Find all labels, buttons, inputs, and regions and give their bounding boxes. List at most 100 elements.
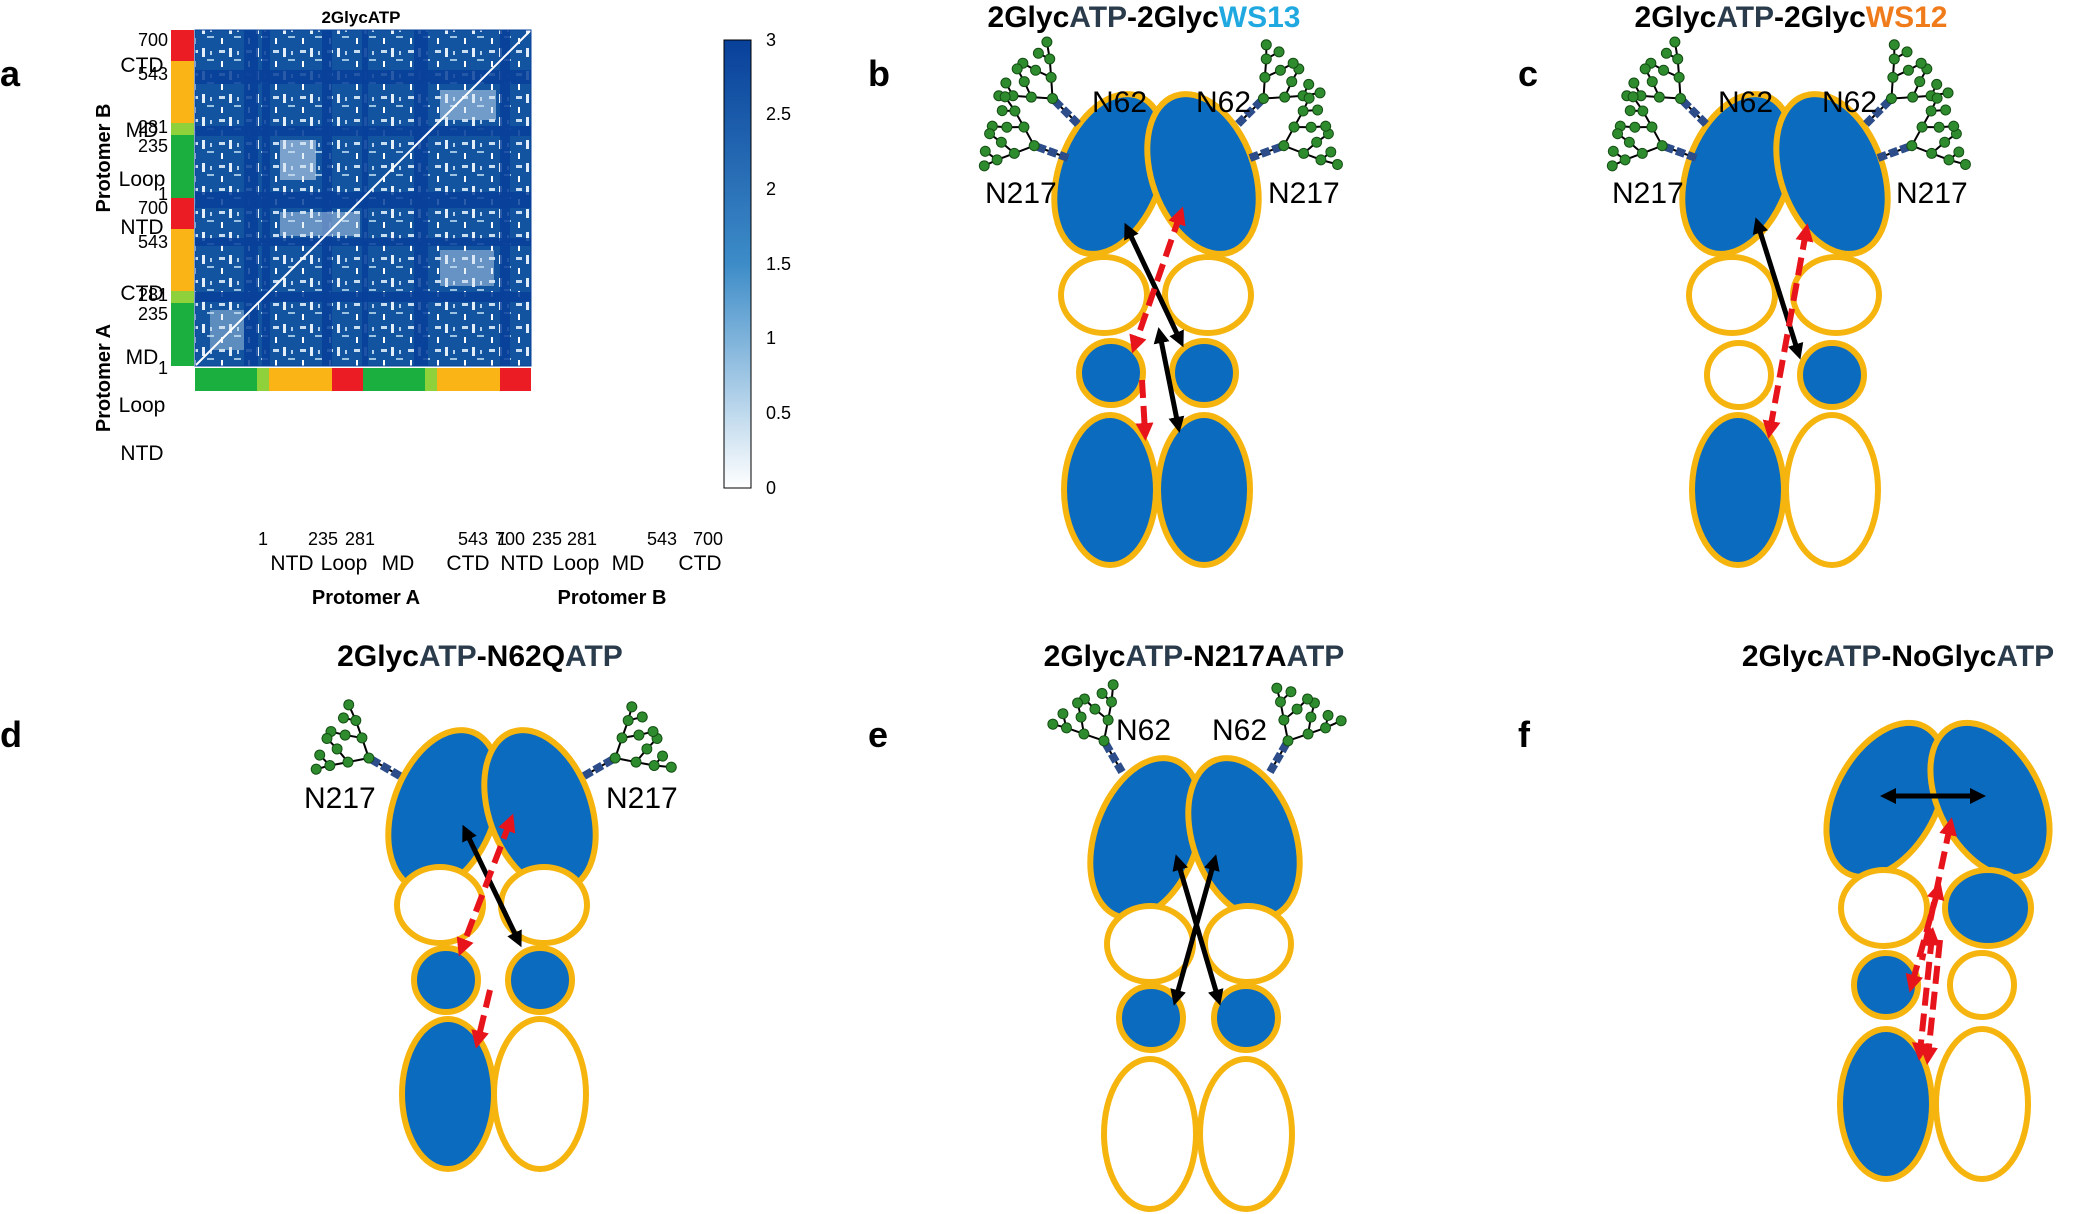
e-loop-left bbox=[1116, 983, 1186, 1053]
residue-labels: N62 N62 N217 N217 N62 N62 N217 N217 N217… bbox=[304, 86, 1968, 815]
bottom-tick-235-b: 235 bbox=[532, 529, 562, 549]
e-label-n62-left: N62 bbox=[1116, 714, 1171, 747]
colorbar-tick-0: 0 bbox=[766, 478, 776, 498]
b-label-n62-right: N62 bbox=[1196, 86, 1251, 119]
b-label-n217-left: N217 bbox=[985, 177, 1057, 210]
colorbar: 3 2.5 2 1.5 1 0.5 0 bbox=[723, 30, 791, 498]
title-f-part4: ATP bbox=[1996, 640, 2054, 673]
left-domain-ntd-b: NTD bbox=[120, 216, 163, 239]
left-domain-ntd-a: NTD bbox=[120, 442, 163, 465]
left-tick-543-a: 543 bbox=[138, 232, 168, 252]
left-tick-281-b: 281 bbox=[138, 117, 168, 137]
f-arrow-red-4 bbox=[1919, 939, 1943, 1065]
title-e-part3: -N217A bbox=[1183, 640, 1286, 673]
title-d-part2: ATP bbox=[419, 640, 477, 673]
d-arrow-red-lower bbox=[471, 989, 493, 1049]
c-arrows bbox=[1752, 217, 1814, 439]
title-c-part4: WS12 bbox=[1866, 1, 1948, 34]
panel-label-c: c bbox=[1518, 53, 1538, 94]
glycan-b-n217-left-icon bbox=[978, 91, 1070, 172]
title-c-part3: -2Glyc bbox=[1774, 1, 1866, 34]
e-arrows bbox=[1170, 854, 1224, 1006]
left-tick-1-b: 1 bbox=[158, 184, 168, 204]
left-tick-700-a: 700 bbox=[138, 198, 168, 218]
c-label-n62-left: N62 bbox=[1718, 86, 1773, 119]
title-e-part1: 2Glyc bbox=[1044, 640, 1126, 673]
d-ctd-right bbox=[491, 1016, 589, 1172]
bottom-protomer-a: Protomer A bbox=[312, 587, 420, 609]
title-e: 2GlycATP-N217AATP bbox=[1044, 640, 1345, 673]
colorbar-tick-3: 3 bbox=[766, 30, 776, 50]
bottom-tick-700-b: 700 bbox=[693, 529, 723, 549]
b-arrows bbox=[1124, 206, 1186, 441]
bottom-tick-1-a: 1 bbox=[258, 529, 268, 549]
title-b-part3: -2Glyc bbox=[1127, 1, 1219, 34]
f-arrows bbox=[1879, 787, 1987, 1065]
title-d-part4: ATP bbox=[565, 640, 623, 673]
title-d-part1: 2Glyc bbox=[337, 640, 419, 673]
f-ctd-left bbox=[1837, 1026, 1935, 1182]
panel-c bbox=[1679, 91, 1891, 568]
left-domain-ctd-b: CTD bbox=[120, 54, 163, 77]
c-loop-right bbox=[1797, 340, 1867, 410]
glycan-e-n62-left-icon bbox=[1047, 679, 1126, 774]
left-domain-md-b: MD bbox=[126, 119, 159, 142]
c-ctd-left bbox=[1689, 412, 1787, 568]
title-b: 2GlycATP-2GlycWS13 bbox=[988, 1, 1301, 34]
bottom-tick-543-b: 543 bbox=[647, 529, 677, 549]
title-d-part3: -N62Q bbox=[477, 640, 565, 673]
e-ctd-left bbox=[1101, 1056, 1199, 1212]
b-label-n217-right: N217 bbox=[1268, 177, 1340, 210]
glycan-e-n62-right-icon bbox=[1266, 682, 1347, 774]
left-domain-ctd-a: CTD bbox=[120, 282, 163, 305]
left-domain-loop-a: Loop bbox=[119, 394, 166, 417]
c-label-n217-right: N217 bbox=[1896, 177, 1968, 210]
left-axis-numbers: 700 543 281 235 1 700 543 281 235 1 bbox=[138, 30, 168, 378]
left-protomer-a: Protomer A bbox=[93, 324, 115, 432]
heatmap-matrix bbox=[194, 29, 532, 367]
title-b-part4: WS13 bbox=[1219, 1, 1301, 34]
left-domain-bar bbox=[171, 30, 194, 366]
panel-label-d: d bbox=[0, 714, 22, 755]
colorbar-tick-1-5: 1.5 bbox=[766, 254, 791, 274]
glycan-c-n62-left-icon bbox=[1621, 36, 1709, 127]
e-md-left bbox=[1104, 903, 1196, 985]
d-label-n217-right: N217 bbox=[606, 782, 678, 815]
left-domain-loop-b: Loop bbox=[119, 168, 166, 191]
c-label-n62-right: N62 bbox=[1822, 86, 1877, 119]
bottom-domain-ntd-b: NTD bbox=[500, 552, 543, 575]
b-md-left bbox=[1058, 254, 1150, 336]
glycan-layer bbox=[310, 36, 1971, 780]
title-c-part2: ATP bbox=[1716, 1, 1774, 34]
glycan-c-n217-right-icon bbox=[1876, 92, 1971, 170]
title-d: 2GlycATP-N62QATP bbox=[337, 640, 623, 673]
d-loop-left bbox=[411, 945, 481, 1015]
glycan-c-n62-right-icon bbox=[1863, 39, 1954, 127]
left-protomer-b: Protomer B bbox=[93, 104, 115, 213]
heatmap-title: 2GlycATP bbox=[321, 8, 400, 27]
title-f-part1: 2Glyc bbox=[1742, 640, 1824, 673]
f-ctd-right bbox=[1933, 1026, 2031, 1182]
panel-a: a 2GlycATP bbox=[0, 8, 791, 609]
left-tick-1-a: 1 bbox=[158, 358, 168, 378]
title-b-part2: ATP bbox=[1069, 1, 1127, 34]
c-md-right bbox=[1790, 254, 1882, 336]
b-md-right bbox=[1162, 254, 1254, 336]
bottom-domain-loop-a: Loop bbox=[321, 552, 368, 575]
b-arrow-red-upper bbox=[1129, 206, 1186, 354]
bottom-tick-281-a: 281 bbox=[345, 529, 375, 549]
c-arrow-red bbox=[1762, 223, 1814, 439]
title-f-part2: ATP bbox=[1824, 640, 1882, 673]
bottom-domain-bar bbox=[195, 368, 531, 391]
b-label-n62-left: N62 bbox=[1092, 86, 1147, 119]
d-arrows bbox=[456, 813, 522, 1049]
b-arrow-red-lower bbox=[1135, 379, 1154, 441]
f-md-right bbox=[1942, 867, 2034, 949]
bottom-tick-281-b: 281 bbox=[567, 529, 597, 549]
left-tick-235-a: 235 bbox=[138, 304, 168, 324]
c-ctd-right bbox=[1783, 412, 1881, 568]
glycan-d-n217-right-icon bbox=[582, 701, 677, 780]
f-arrow-red-3 bbox=[1911, 927, 1941, 1061]
